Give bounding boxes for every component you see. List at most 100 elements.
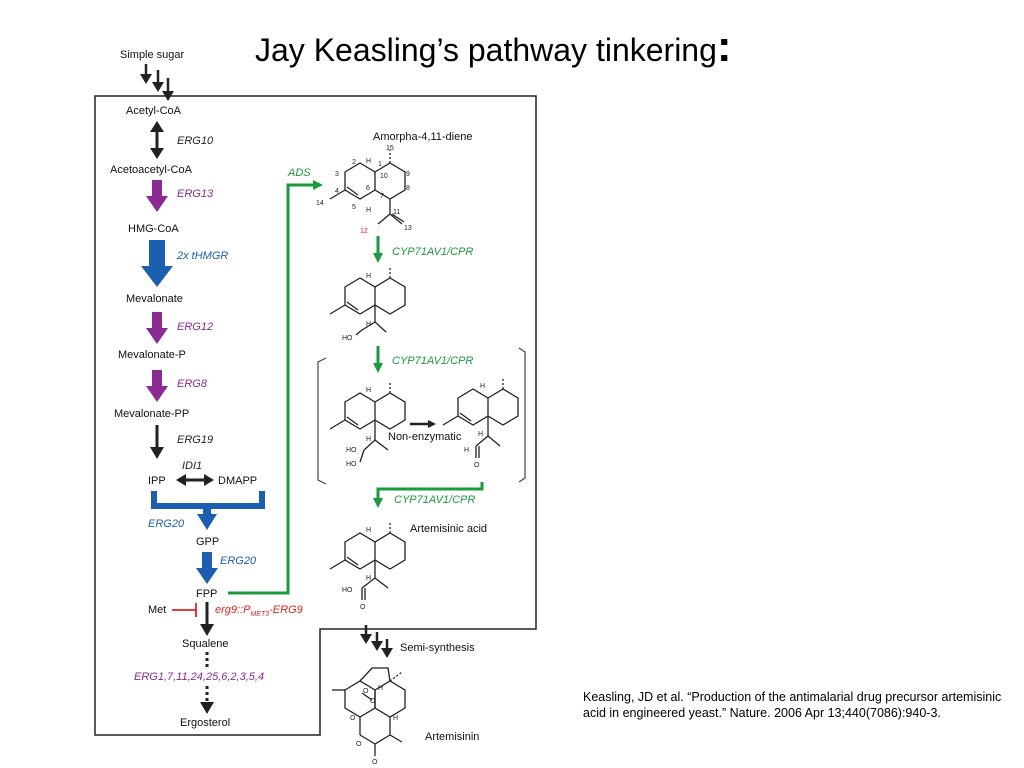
metabolite-met: Met xyxy=(148,604,166,616)
atom-2: 2 xyxy=(352,159,356,166)
atom-4: 4 xyxy=(335,188,339,195)
cell-boundary xyxy=(94,95,537,736)
metabolite-simple-sugar: Simple sugar xyxy=(120,49,185,61)
diol-labels: H H HO HO xyxy=(346,387,371,468)
amorphadiene-atom-labels: 15 1 2 3 4 5 6 7 8 9 10 11 12 13 14 H H xyxy=(316,145,412,235)
atom-7: 7 xyxy=(380,193,384,200)
atom-14: 14 xyxy=(316,200,324,207)
idi1-double-arrow xyxy=(176,474,214,486)
metabolite-ipp: IPP xyxy=(148,475,166,487)
atom-6: 6 xyxy=(366,185,370,192)
label-artemisinin: Artemisinin xyxy=(425,731,479,743)
metabolite-mevalonate: Mevalonate xyxy=(126,293,183,305)
cyp-arrow-3 xyxy=(373,482,484,508)
atom-o-ar3: O xyxy=(350,715,356,722)
erg8-arrow xyxy=(146,370,168,402)
artemisinin-structure xyxy=(332,667,406,756)
artemisinic-alcohol-labels: H H HO xyxy=(342,273,371,342)
erg20-bracket-arrow xyxy=(151,491,265,530)
atom-h-al3: H xyxy=(464,447,469,454)
atom-h-ar1: H xyxy=(393,715,398,722)
enzyme-erg8: ERG8 xyxy=(177,378,208,390)
enzyme-erg9-suffix: -ERG9 xyxy=(269,604,303,616)
atom-o-ar4: O xyxy=(356,741,362,748)
slide-title-text: Jay Keasling’s pathway tinkering xyxy=(255,32,717,68)
left-bracket xyxy=(317,357,327,485)
slide-title-colon: : xyxy=(716,22,732,71)
atom-ho-d1: HO xyxy=(346,447,357,454)
sugar-input-arrowheads xyxy=(140,74,174,101)
atom-h-top: H xyxy=(366,158,371,165)
artemisinic-acid-structure xyxy=(329,521,406,600)
enzyme-ads: ADS xyxy=(287,167,311,179)
label-artemisinic-acid: Artemisinic acid xyxy=(410,523,487,535)
atom-ho-d2: HO xyxy=(346,461,357,468)
enzyme-erg19: ERG19 xyxy=(177,434,213,446)
metabolite-ergosterol: Ergosterol xyxy=(180,717,230,729)
semi-synthesis-arrowheads xyxy=(360,634,393,658)
atom-3: 3 xyxy=(335,171,339,178)
erg12-arrow xyxy=(146,312,168,344)
metabolite-mevalonate-pp: Mevalonate-PP xyxy=(114,408,189,420)
atom-h-bottom: H xyxy=(366,207,371,214)
atom-9: 9 xyxy=(406,171,410,178)
aldehyde-structure xyxy=(442,377,519,458)
enzyme-cyp-2: CYP71AV1/CPR xyxy=(392,355,473,367)
atom-13: 13 xyxy=(404,225,412,232)
enzyme-erg9-prefix: erg9::P xyxy=(215,604,251,616)
enzyme-cyp-3: CYP71AV1/CPR xyxy=(394,494,475,506)
atom-8: 8 xyxy=(406,185,410,192)
right-bracket xyxy=(518,347,526,483)
enzyme-erg9-sub: MET3 xyxy=(250,611,269,618)
metabolite-acetoacetyl-coa: Acetoacetyl-CoA xyxy=(110,164,193,176)
artemisinin-labels: O O O H H O O xyxy=(350,685,398,766)
atom-h-ar2: H xyxy=(378,685,383,692)
slide-title: Jay Keasling’s pathway tinkering: xyxy=(255,22,732,72)
enzyme-idi1: IDI1 xyxy=(182,460,202,472)
atom-15: 15 xyxy=(386,145,394,152)
metabolite-hmg-coa: HMG-CoA xyxy=(128,223,179,235)
enzyme-erg20-a: ERG20 xyxy=(148,518,185,530)
artemisinic-alcohol-structure xyxy=(329,266,406,336)
atom-10: 10 xyxy=(380,173,388,180)
atom-o-ar5: O xyxy=(372,759,378,766)
ergosterol-arrowhead xyxy=(200,702,214,714)
ads-arrow xyxy=(228,180,323,595)
enzyme-erg12: ERG12 xyxy=(177,321,213,333)
enzyme-erg9: erg9::PMET3-ERG9 xyxy=(215,604,303,618)
metabolite-gpp: GPP xyxy=(196,536,219,548)
thmgr-arrow xyxy=(141,240,173,287)
erg20-arrow-b xyxy=(196,552,218,584)
erg19-arrow xyxy=(150,425,164,459)
atom-h-a1: H xyxy=(366,273,371,280)
diol-structure xyxy=(329,381,406,463)
metabolite-squalene: Squalene xyxy=(182,638,229,650)
atom-h-a2: H xyxy=(366,321,371,328)
enzyme-erg-list: ERG1,7,11,24,25,6,2,3,5,4 xyxy=(134,671,264,683)
amorphadiene-structure xyxy=(329,150,406,225)
atom-ho-a: HO xyxy=(342,335,353,342)
enzyme-thmgr: 2x tHMGR xyxy=(176,250,228,262)
atom-o-aa: O xyxy=(360,604,366,611)
metabolite-mevalonate-p: Mevalonate-P xyxy=(118,349,186,361)
atom-h-d2: H xyxy=(366,436,371,443)
erg13-arrow xyxy=(146,180,168,212)
atom-ho-aa: HO xyxy=(342,587,353,594)
artemisinic-acid-labels: H H HO O xyxy=(342,527,371,611)
atom-o-ar1: O xyxy=(363,688,369,695)
atom-h-al2: H xyxy=(478,431,483,438)
atom-h-aa1: H xyxy=(366,527,371,534)
metabolite-fpp: FPP xyxy=(196,588,217,600)
atom-o-ar2: O xyxy=(370,698,376,705)
citation-text: Keasling, JD et al. “Production of the a… xyxy=(583,690,1002,720)
erg9-arrow xyxy=(200,602,214,636)
atom-h-d1: H xyxy=(366,387,371,394)
atom-5: 5 xyxy=(352,204,356,211)
erg10-arrow xyxy=(150,121,164,159)
label-non-enzymatic: Non-enzymatic xyxy=(388,431,462,443)
enzyme-erg13: ERG13 xyxy=(177,188,214,200)
atom-11: 11 xyxy=(393,209,400,216)
label-amorphadiene: Amorpha-4,11-diene xyxy=(373,131,472,143)
enzyme-erg10: ERG10 xyxy=(177,135,214,147)
